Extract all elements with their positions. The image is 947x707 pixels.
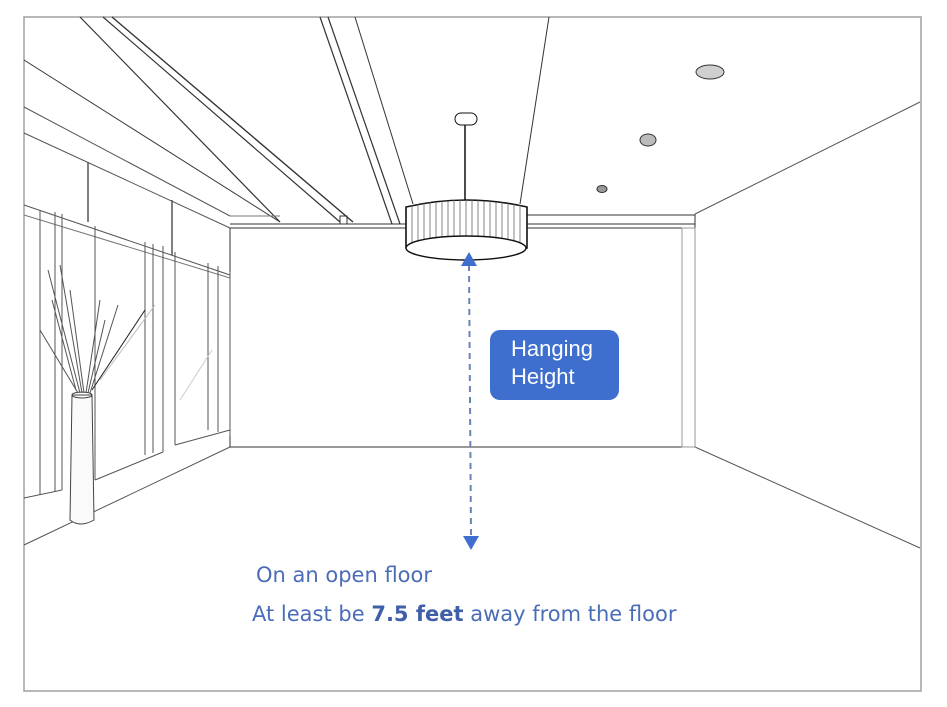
label-line1: Hanging	[511, 336, 593, 361]
hanging-height-label: Hanging Height	[490, 330, 619, 400]
caption-open-floor: On an open floor	[256, 563, 433, 587]
measure-arrow-icon	[461, 252, 479, 550]
caption-prefix: At least be	[252, 602, 365, 626]
caption-height-value: 7.5 feet	[371, 602, 464, 626]
pendant-light-icon	[405, 112, 528, 261]
room-lines	[23, 16, 921, 549]
frame-border	[23, 16, 922, 692]
label-line2: Height	[511, 364, 575, 389]
vase-icon	[39, 264, 146, 525]
ceiling-downlights-icon	[596, 64, 725, 193]
caption-suffix: away from the floor	[470, 602, 677, 626]
caption-min-height: At least be 7.5 feet away from the floor	[252, 602, 676, 626]
